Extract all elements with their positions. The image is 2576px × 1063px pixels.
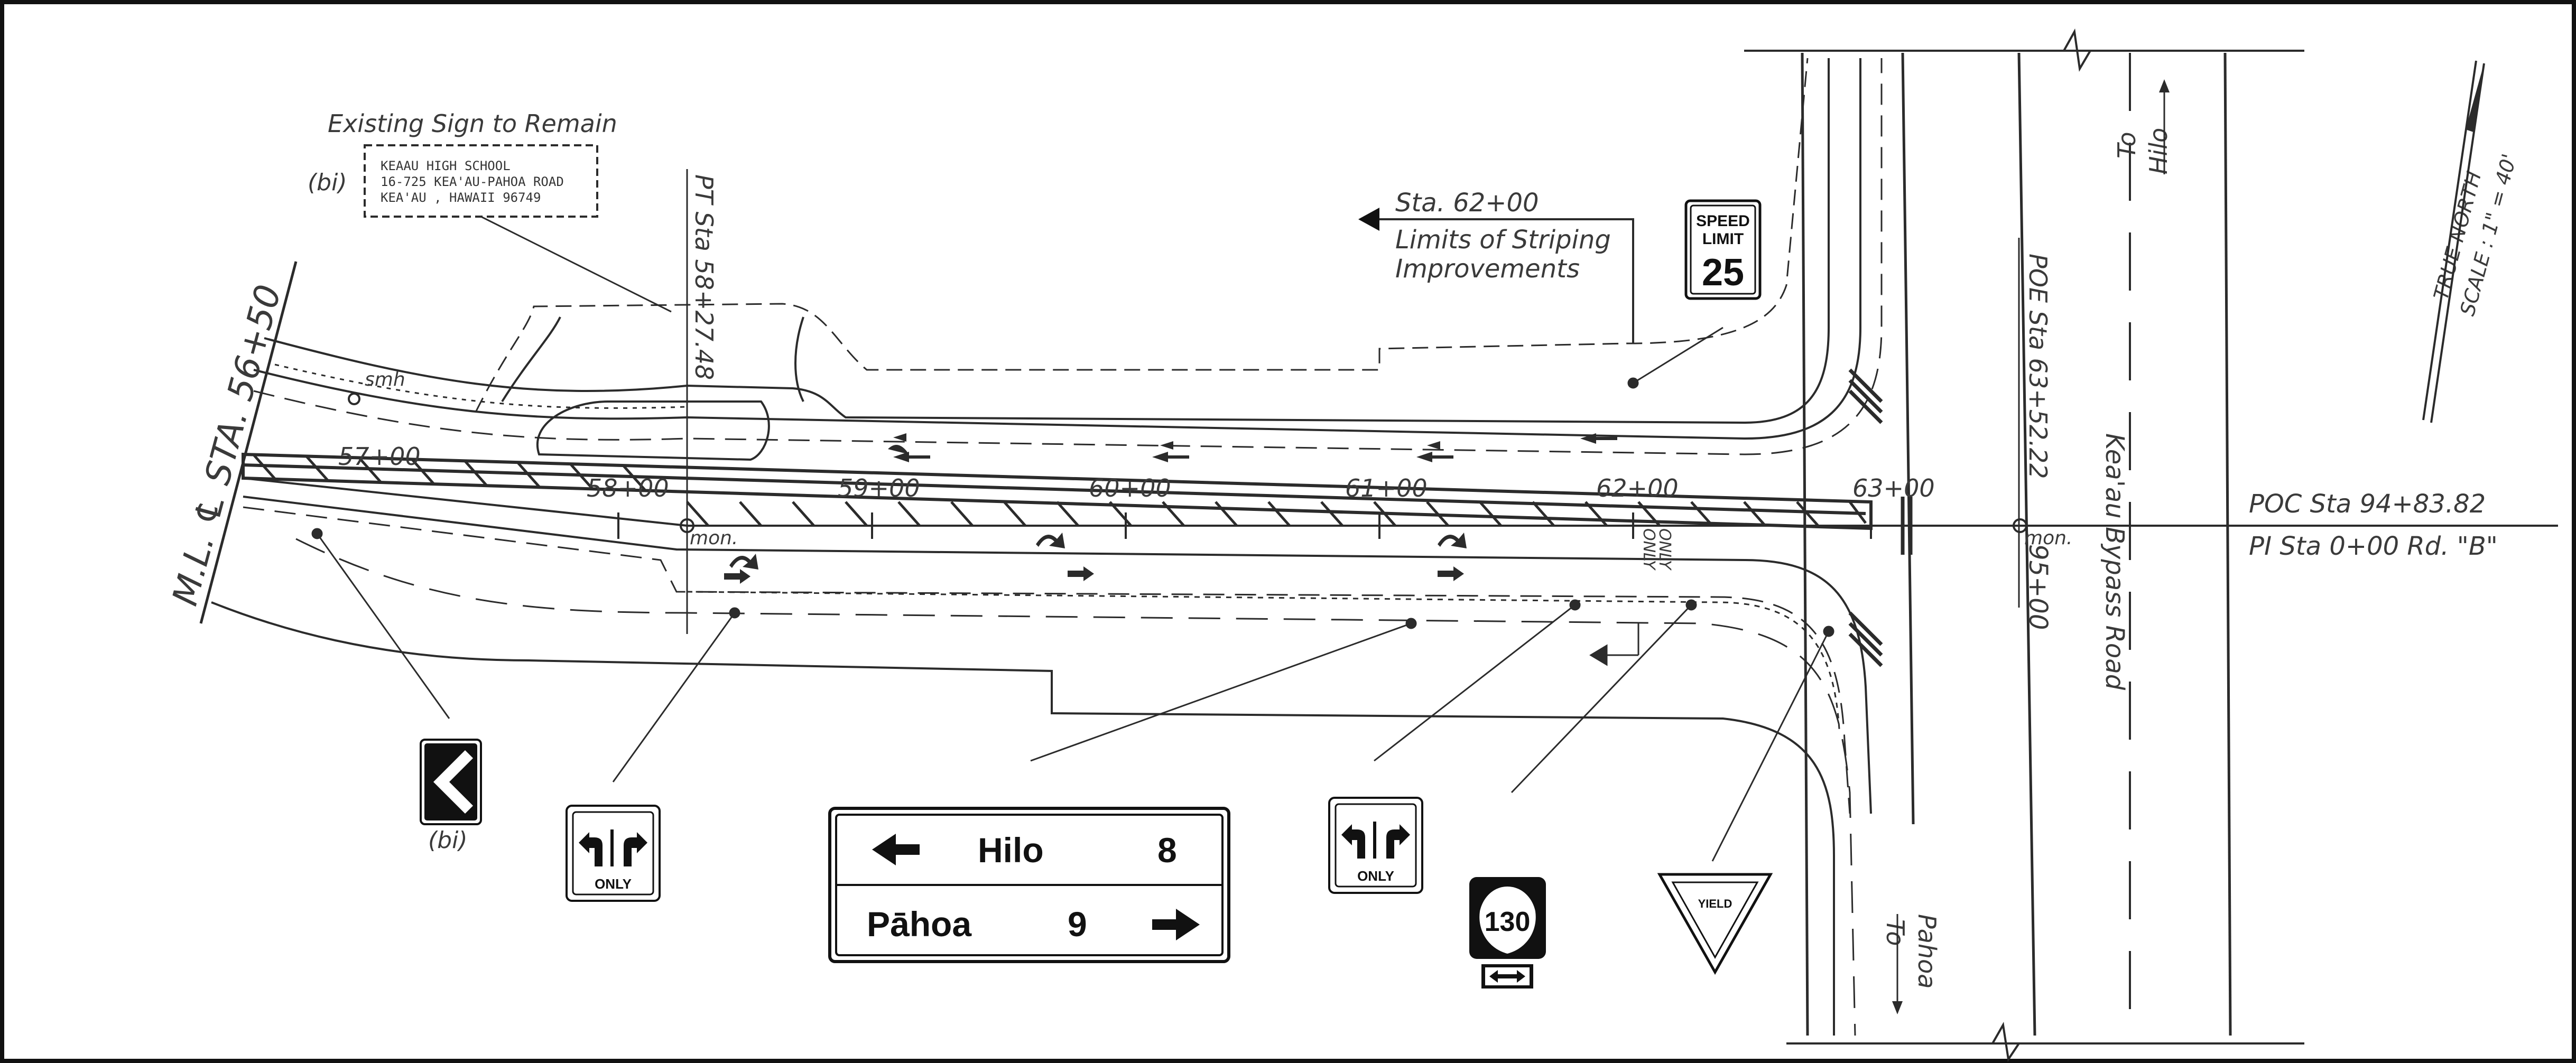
speed-value: 25: [1702, 251, 1744, 294]
chevron-left-icon: [433, 750, 473, 814]
right-arrow-icon: [1152, 909, 1200, 940]
poc-station: POC Sta 94+83.82: [2249, 489, 2486, 519]
left-arrow-icon: [1358, 208, 1379, 231]
bi-tag: (bi): [308, 169, 347, 196]
to-hilo: Hilo: [2144, 128, 2173, 174]
station-mark: 59+00: [838, 474, 920, 502]
lane-arrow-icon: [893, 433, 906, 442]
limit-text: LIMIT: [1702, 230, 1744, 248]
lane-arrow-icon: [1416, 452, 1453, 462]
north-arrow-icon: [2466, 63, 2484, 132]
poe-station-label: POE Sta 63+52.22: [2024, 254, 2052, 479]
to-pahoa: To: [1881, 919, 1910, 946]
guide-place: Hilo: [978, 831, 1044, 870]
arrow-up-icon: [2159, 79, 2170, 92]
to-pahoa: Pahoa: [1913, 914, 1941, 989]
pi-station: PI Sta 0+00 Rd. "B": [2249, 532, 2498, 561]
bi-tag: (bi): [428, 827, 468, 854]
yield-sign: YIELD: [1657, 873, 1773, 975]
lane-arrow-icon: [1036, 533, 1065, 548]
guide-sign: Hilo 8 Pāhoa 9: [828, 807, 1230, 963]
station-mark: 62+00: [1596, 474, 1679, 502]
route-number: 130: [1485, 907, 1531, 937]
pt-station-label: PT Sta 58+27.48: [690, 174, 718, 380]
limits-station: Sta. 62+00: [1395, 188, 1539, 218]
roadway-geometry: [199, 28, 2558, 1062]
mon-label: mon.: [2024, 527, 2072, 549]
yield-text: YIELD: [1698, 897, 1732, 910]
lane-arrow-icon: [1438, 533, 1467, 548]
road-name: Kea'au Bypass Road: [2100, 433, 2129, 691]
limits-text: Improvements: [1395, 254, 1580, 284]
chevron-sign: (bi): [420, 739, 482, 854]
guide-place: Pāhoa: [867, 905, 972, 944]
pavement-arrows: [724, 433, 1617, 584]
smh-label: smh: [365, 369, 405, 390]
only-text: ONLY: [1357, 868, 1394, 884]
lane-arrow-icon: [1152, 452, 1189, 462]
existing-sign-label: Existing Sign to Remain: [328, 109, 617, 138]
lane-arrow-icon: [729, 554, 758, 570]
station-mark: 58+00: [587, 474, 669, 502]
station-mark: 60+00: [1089, 474, 1171, 502]
arrow-down-icon: [1892, 1001, 1903, 1014]
speed-limit-sign: SPEED LIMIT 25: [1684, 199, 1762, 300]
left-arrow-icon: [872, 834, 920, 865]
only-text: ONLY: [595, 876, 632, 892]
guide-distance: 9: [1068, 905, 1087, 944]
right-turn-arrow-icon: [1386, 824, 1410, 859]
station-mark: 57+00: [338, 442, 421, 471]
pavement-only: ONLY: [1655, 528, 1674, 571]
right-turn-arrow-icon: [624, 832, 647, 866]
lane-arrow-icon: [888, 445, 909, 454]
guide-distance: 8: [1157, 831, 1177, 870]
limits-text: Limits of Striping: [1395, 225, 1611, 255]
school-sign-line: KEA'AU , HAWAII 96749: [381, 190, 541, 205]
left-turn-arrow-icon: [579, 832, 603, 866]
lane-arrow-icon: [1438, 566, 1464, 581]
station-95: 95+00: [2023, 544, 2053, 630]
sign-leaders: [311, 327, 1834, 862]
station-ticks: [617, 507, 1872, 539]
limits-leader: [1379, 218, 1634, 343]
school-sign-line: 16-725 KEA'AU-PAHOA ROAD: [381, 174, 564, 189]
pavement-only: ONLY: [1639, 528, 1658, 571]
lane-control-sign: ONLY: [1328, 797, 1423, 894]
lane-control-sign: ONLY: [566, 805, 661, 902]
left-turn-arrow-icon: [1341, 824, 1365, 859]
lane-arrow-icon: [1580, 433, 1617, 444]
double-arrow-icon: [1489, 970, 1525, 983]
speed-text: SPEED: [1696, 212, 1750, 230]
ml-station-label: M.L. ℄ STA. 56+50: [164, 281, 289, 610]
leader-line: [480, 216, 672, 313]
lane-arrow-icon: [1427, 441, 1440, 450]
station-mark: 63+00: [1852, 474, 1935, 502]
lane-arrow-icon: [1068, 566, 1094, 581]
school-sign-line: KEAAU HIGH SCHOOL: [381, 158, 511, 173]
route-shield: 130: [1469, 877, 1546, 989]
lane-arrow-icon: [724, 569, 750, 584]
to-hilo: To: [2112, 132, 2141, 158]
north-arrow: [2430, 63, 2485, 423]
station-mark: 61+00: [1345, 474, 1428, 502]
lane-arrow-icon: [1160, 441, 1173, 450]
lane-arrow-icon: [893, 452, 930, 462]
mon-label: mon.: [690, 527, 738, 549]
